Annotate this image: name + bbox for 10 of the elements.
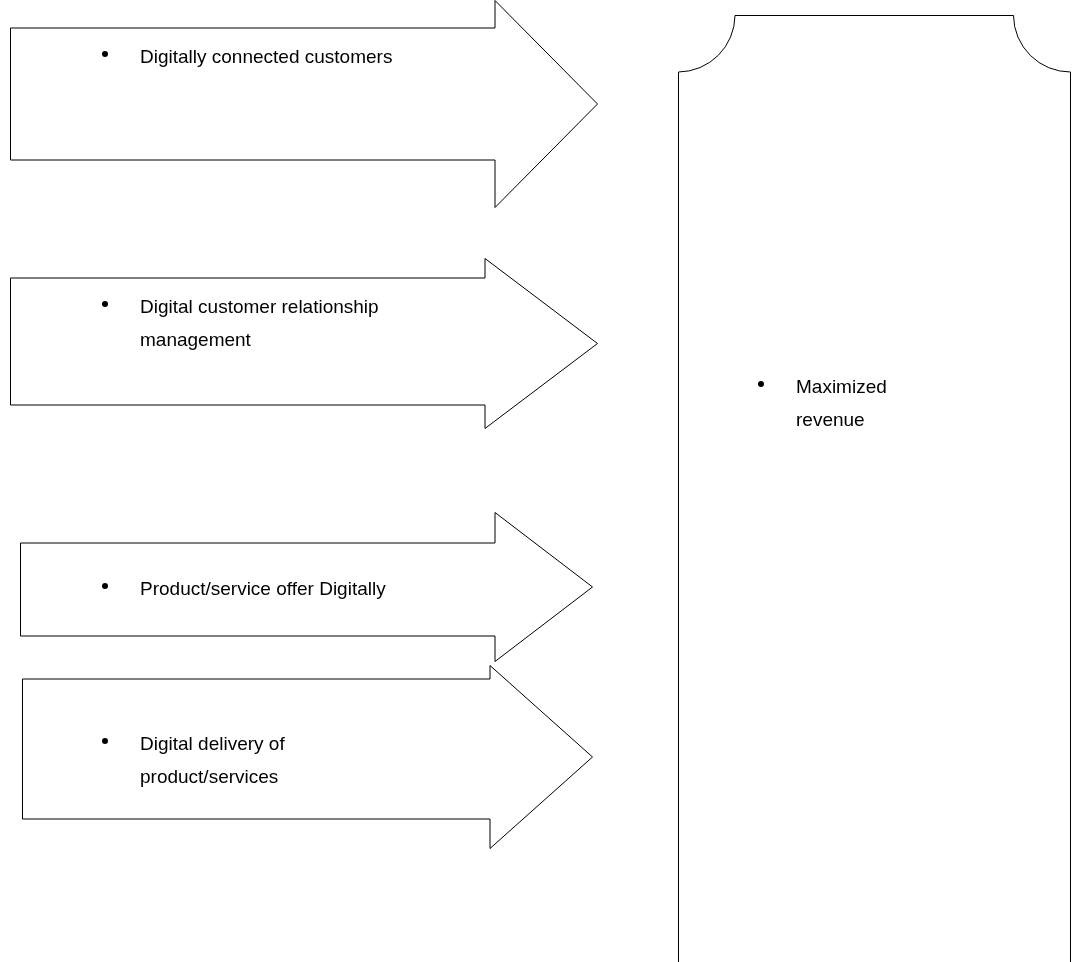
block-arrow (22, 665, 593, 849)
plaque-shape (678, 15, 1071, 962)
bullet-text: Digital customer relationship management (140, 295, 380, 352)
bullet-text: Digitally connected customers (140, 45, 393, 69)
block-arrow (20, 512, 593, 662)
block-arrow (10, 258, 598, 429)
bullet-text: Maximized revenue (796, 375, 888, 432)
bullet-text: Product/service offer Digitally (140, 577, 386, 601)
block-arrow (10, 0, 598, 208)
bullet-text: Digital delivery of product/services (140, 732, 286, 789)
